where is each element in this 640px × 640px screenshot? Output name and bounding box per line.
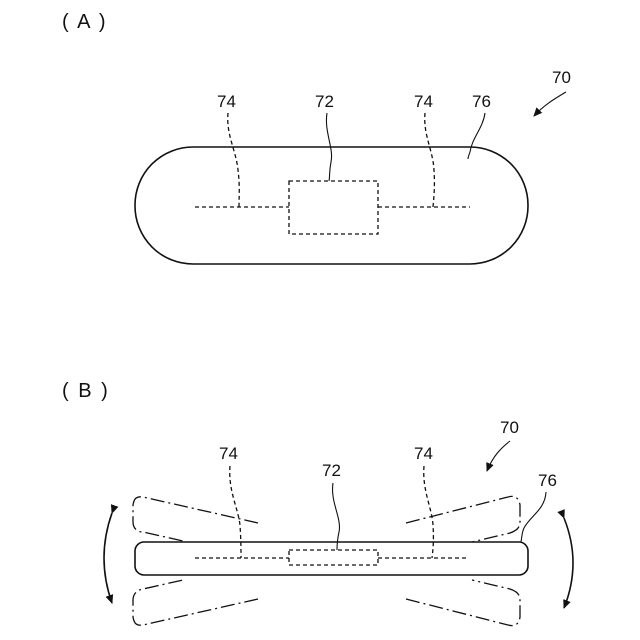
panel-b-bend-arrow-left: [104, 513, 112, 603]
panel-b-ref-74-right: 74: [414, 444, 433, 463]
panel-b-leader-74-right: [424, 466, 434, 558]
panel-b-ref-76: 76: [538, 471, 557, 490]
panel-b-ref-74-left: 74: [219, 444, 238, 463]
panel-a-ref-70-arrow: [534, 92, 566, 116]
panel-b-bent-up-left: [133, 497, 258, 541]
panel-a-leader-76: [468, 113, 485, 159]
panel-a-leader-74-left: [228, 113, 240, 207]
panel-b: ( B ) 70 74 72 74 76: [62, 380, 573, 626]
panel-a-leader-74-right: [425, 113, 435, 207]
panel-b-bend-arrow-right: [564, 518, 573, 608]
panel-a-ref-70: 70: [552, 68, 571, 87]
panel-b-substrate: [135, 542, 528, 575]
panel-b-leader-76: [521, 492, 546, 542]
panel-b-ref-72: 72: [322, 461, 341, 480]
panel-b-label: ( B ): [62, 380, 110, 402]
panel-b-leader-72: [333, 483, 340, 550]
panel-a-ref-74-left: 74: [217, 92, 236, 111]
panel-b-ref-70-arrow: [487, 441, 510, 471]
panel-b-leader-74-left: [230, 466, 241, 558]
panel-a: ( A ) 70 74 72 74 76: [62, 11, 571, 264]
panel-b-bent-down-right: [406, 580, 520, 626]
panel-a-ref-74-right: 74: [414, 92, 433, 111]
panel-a-ref-72: 72: [315, 92, 334, 111]
panel-a-substrate: [135, 147, 528, 264]
panel-b-bent-up-right: [406, 496, 520, 542]
panel-b-ref-70: 70: [500, 418, 519, 437]
panel-a-ref-76: 76: [472, 92, 491, 111]
panel-a-chip: [289, 181, 378, 234]
panel-a-label: ( A ): [62, 11, 108, 33]
panel-b-chip: [289, 550, 378, 565]
panel-b-bent-down-left: [133, 580, 258, 625]
